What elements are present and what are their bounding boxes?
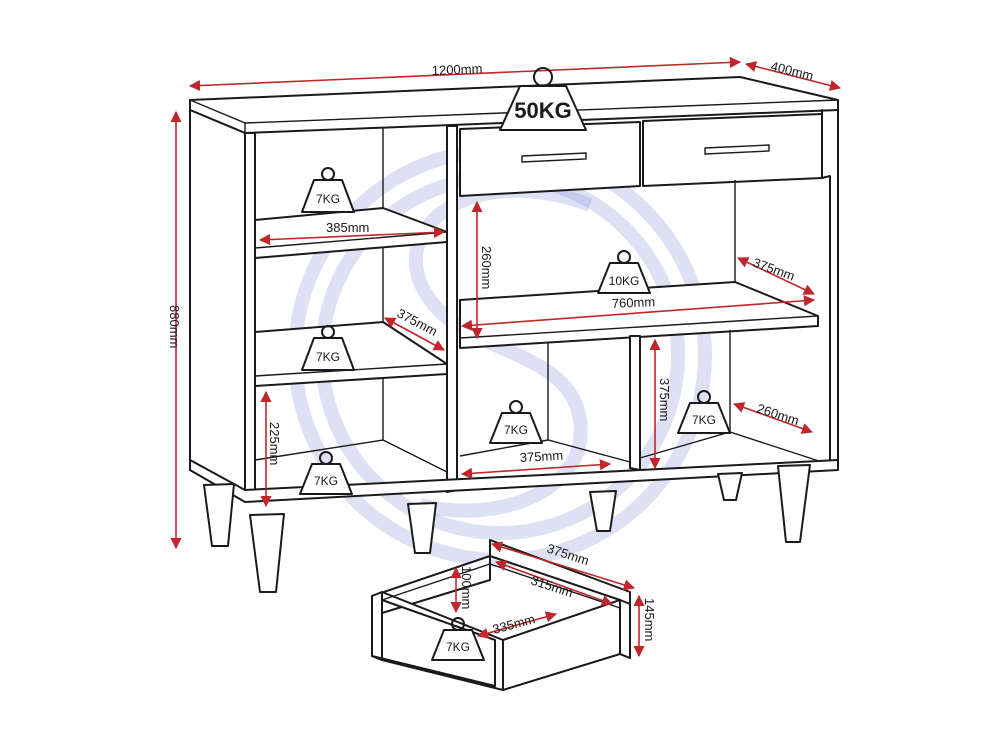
dim-depth-label: 400mm (769, 58, 815, 83)
leg-back-right (717, 472, 743, 501)
leg-front-right (777, 464, 811, 543)
weight-icon-drawer: 7KG (431, 617, 485, 661)
weight-left-mid-shelf-label: 7KG (316, 350, 340, 364)
dim-width-label: 1200mm (432, 61, 483, 78)
weight-drawer-label: 7KG (446, 640, 470, 654)
dim-lower-right-height-label: 375mm (657, 378, 672, 421)
cabinet (189, 76, 839, 593)
dim-mid-shelf-width-label: 760mm (611, 294, 655, 311)
weight-left-top-shelf-label: 7KG (316, 192, 340, 206)
dim-mid-opening-height-label: 260mm (479, 246, 494, 289)
weight-icon-lower-center: 7KG (489, 400, 543, 444)
weight-icon-lower-right: 7KG (677, 390, 731, 434)
drawer-bottom-front (502, 599, 621, 691)
dim-drawer-height-label: 145mm (642, 598, 657, 641)
weight-icon-left-mid-shelf: 7KG (301, 325, 355, 371)
drawer-front-right (642, 113, 823, 187)
weight-mid-shelf-label: 10KG (609, 274, 640, 288)
dim-lower-right-depth-label: 260mm (755, 401, 801, 429)
dim-left-shelf-width-label: 385mm (326, 220, 369, 235)
drawer-front-face (619, 599, 631, 659)
weight-top-label: 50KG (514, 98, 571, 123)
dim-height-label: 880mm (167, 305, 182, 348)
drawer-box (371, 539, 631, 691)
weight-icon-left-bottom: 7KG (299, 451, 353, 495)
weight-icon-top: 50KG (499, 67, 587, 131)
left-side-panel (189, 109, 246, 501)
drawer-left-side (371, 591, 383, 661)
dim-mid-shelf-depth-label: 375mm (751, 255, 797, 284)
weight-icon-mid-shelf: 10KG (597, 250, 651, 294)
left-shelf-middle (254, 321, 448, 387)
lower-right-divider (629, 335, 641, 471)
dim-left-bottom-height-label: 225mm (267, 422, 282, 465)
leg-back-left (203, 483, 235, 547)
drawer-front-left (459, 121, 641, 197)
weight-left-bottom-label: 7KG (314, 474, 338, 488)
drawer-near-side (371, 591, 504, 691)
weight-lower-right-label: 7KG (692, 413, 716, 427)
weight-lower-center-label: 7KG (504, 423, 528, 437)
dim-drawer-inner-height-label: 100mm (459, 566, 474, 609)
dim-lower-center-width-label: 375mm (519, 448, 563, 465)
leg-middle-right (589, 490, 617, 532)
left-divider (446, 125, 458, 493)
drawer-handle-left (521, 152, 587, 163)
leg-front-left (249, 513, 285, 593)
drawer-handle-right (704, 144, 770, 155)
leg-middle-left (407, 502, 437, 554)
weight-icon-left-top-shelf: 7KG (301, 167, 355, 213)
dimension-lines (170, 56, 842, 658)
